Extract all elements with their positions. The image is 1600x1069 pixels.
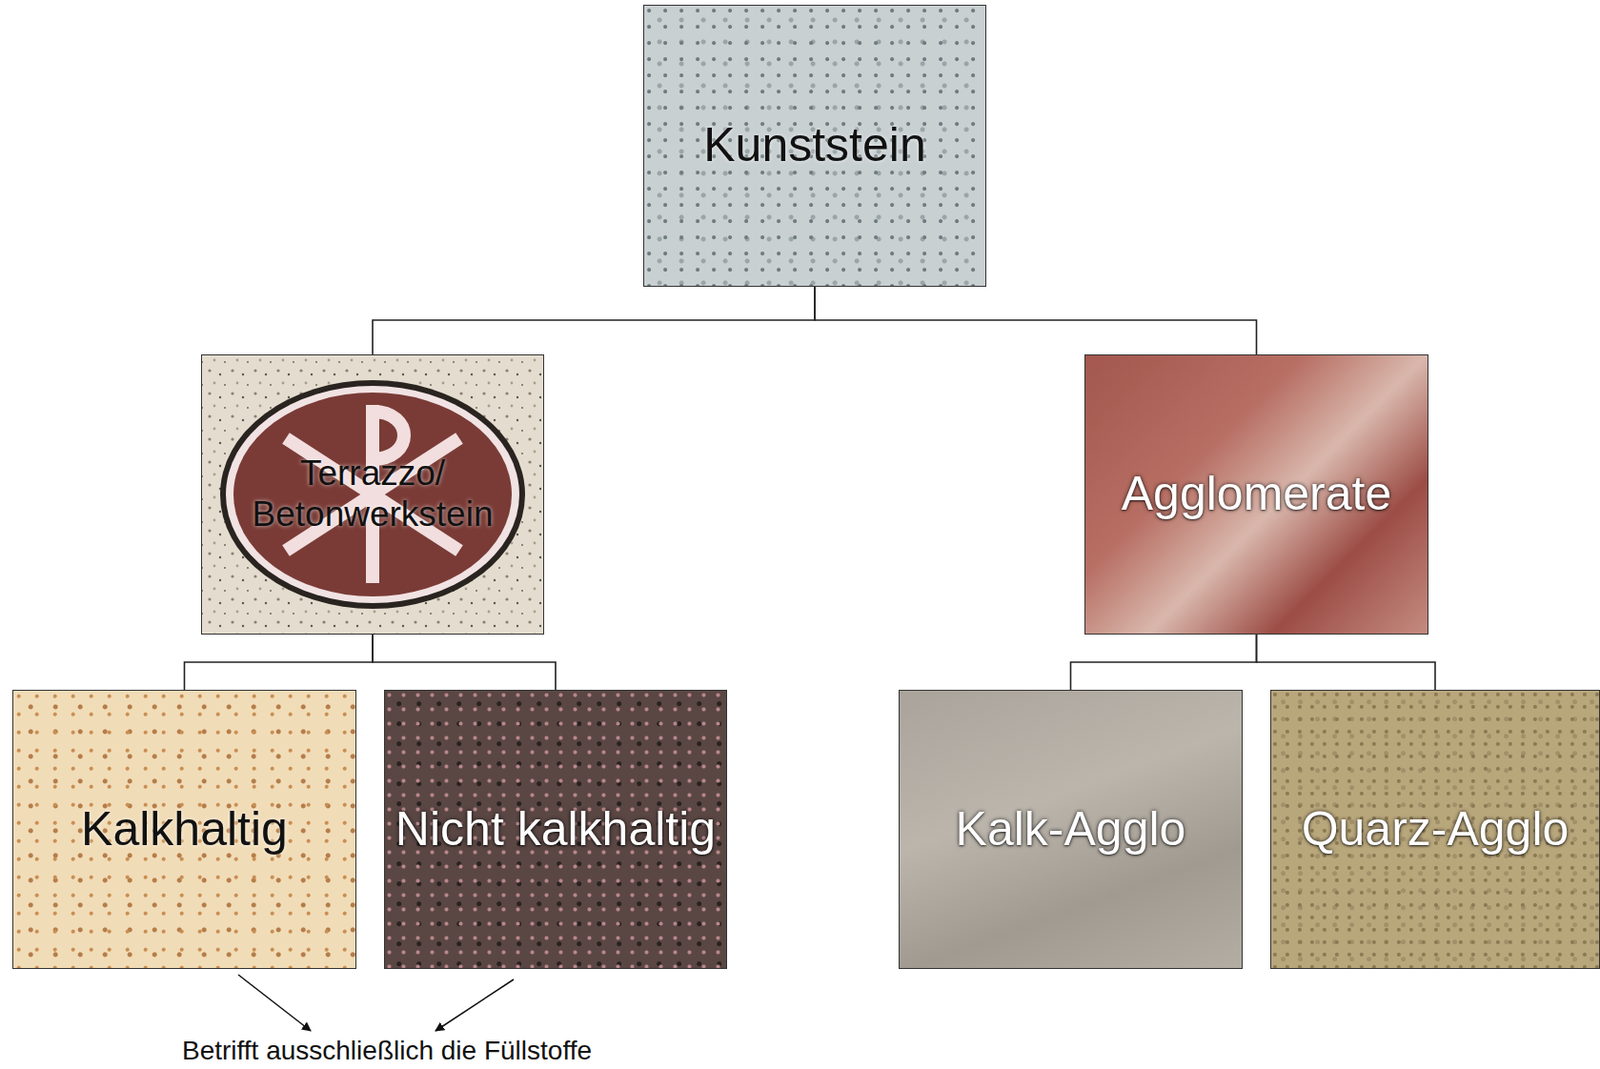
node-label: Nicht kalkhaltig [387,802,724,858]
node-label: Kunststein [695,118,933,174]
material-box: Kalk-Agglo [898,689,1243,970]
material-box: Quarz-Agglo [1270,689,1600,970]
node-label: Terrazzo/ Betonwerkstein [202,453,544,535]
tree-connector [1256,634,1437,690]
node-label: Kalkhaltig [73,802,296,858]
node-label: Agglomerate [1113,466,1400,523]
note-label: Betrifft ausschließlich die Füllstoffe [53,1034,721,1068]
tree-connector [372,286,815,355]
material-box: Kunststein [643,4,987,287]
material-box: Kalkhaltig [12,689,357,970]
tree-connector [184,634,374,690]
tree-connector [814,286,1257,355]
material-box: Terrazzo/ Betonwerkstein [201,354,545,635]
node-label: Quarz-Agglo [1294,802,1578,858]
material-box: Nicht kalkhaltig [384,689,728,970]
tree-connector [1071,634,1257,690]
material-box: Agglomerate [1084,354,1429,635]
tree-connector [372,634,556,690]
node-label: Kalk-Agglo [948,802,1195,858]
